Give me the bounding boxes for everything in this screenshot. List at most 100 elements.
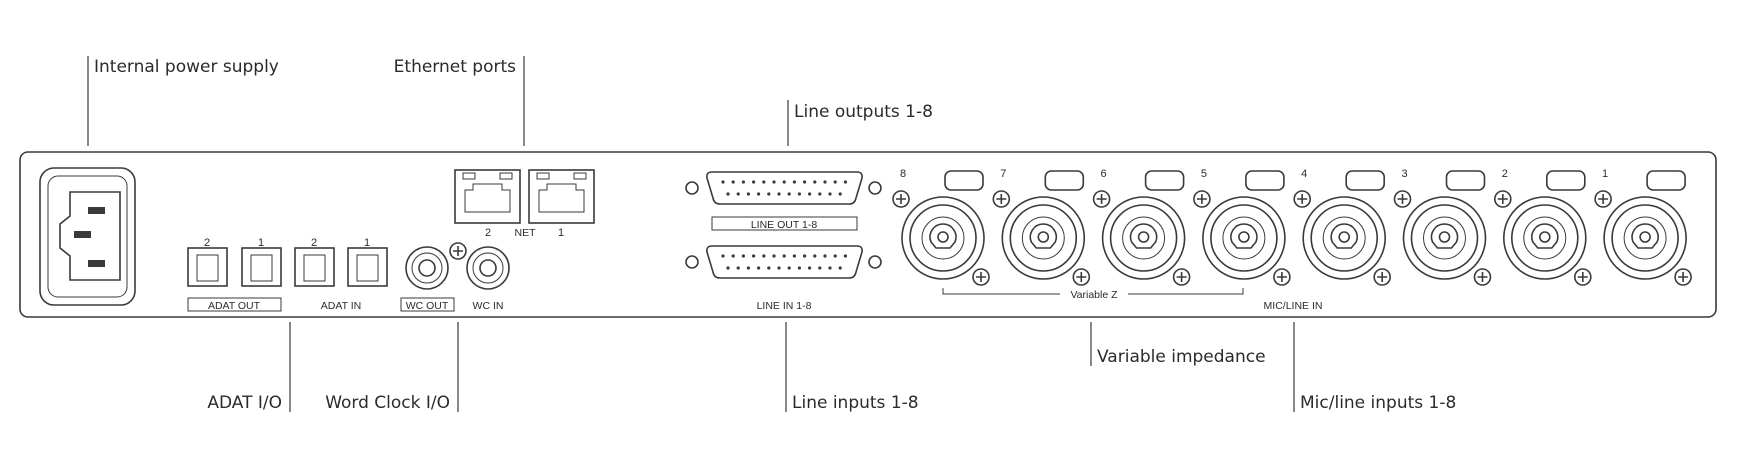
xlr-number-4: 4 (1301, 168, 1307, 180)
pin (757, 266, 761, 270)
ethernet-port-2 (454, 169, 521, 224)
screw-icon (1092, 190, 1111, 208)
adat-out-1-number: 1 (258, 237, 264, 249)
ethernet-port-1 (528, 169, 595, 224)
xlr-combo-jack-2: 2 (1494, 168, 1592, 286)
pin (803, 254, 807, 258)
screw-icon (892, 190, 910, 208)
screw-icon (1674, 268, 1692, 286)
pin (767, 266, 771, 270)
screw-icon (1574, 268, 1592, 286)
line-out-label-box (711, 216, 858, 231)
pin (838, 192, 842, 196)
pin (828, 266, 832, 270)
wc-out-label-box (400, 297, 455, 312)
screw-icon (1393, 190, 1412, 208)
pin (843, 254, 848, 258)
power-inlet (39, 167, 136, 306)
adat-out-1-port (241, 247, 282, 287)
callout-line-inputs: Line inputs 1-8 (792, 393, 919, 413)
callout-line-outputs: Line outputs 1-8 (794, 102, 933, 122)
xlr-combo-jack-1: 1 (1594, 168, 1692, 286)
screw-icon (1373, 268, 1391, 286)
callout-word-clock-io: Word Clock I/O (325, 393, 450, 413)
screw-icon (972, 268, 990, 286)
pin (772, 254, 776, 258)
pin (818, 192, 822, 196)
screw-icon (1072, 268, 1091, 286)
pin (731, 180, 735, 184)
pin (736, 266, 740, 270)
pin (792, 254, 797, 258)
wc-in-bnc (466, 246, 510, 290)
pin (838, 266, 842, 270)
line-in-label: LINE IN 1-8 (757, 300, 812, 312)
adat-out-2-number: 2 (204, 237, 210, 249)
pin (777, 266, 781, 270)
screw-icon (1293, 190, 1311, 208)
pin (762, 254, 766, 258)
variable-z-label: Variable Z (1070, 289, 1118, 301)
line-out-label: LINE OUT 1-8 (751, 219, 817, 231)
pin (843, 180, 848, 184)
pin (797, 192, 802, 196)
pin (787, 266, 791, 270)
net-label: NET (515, 227, 537, 239)
pin (808, 266, 812, 270)
wc-out-bnc (405, 246, 449, 290)
xlr-number-2: 2 (1502, 168, 1508, 180)
db25-line-out (685, 171, 882, 205)
pin (792, 180, 797, 184)
net-port-2-number: 2 (485, 227, 491, 239)
adat-out-label: ADAT OUT (208, 300, 261, 312)
pin (777, 192, 781, 196)
adat-out-label-box (187, 297, 282, 312)
net-port-1-number: 1 (558, 227, 564, 239)
screw-icon (1494, 190, 1512, 208)
pin (752, 180, 756, 184)
adat-in-1-number: 1 (364, 237, 370, 249)
callout-ethernet: Ethernet ports (394, 57, 516, 77)
pin (721, 180, 725, 184)
mic-line-in-label: MIC/LINE IN (1264, 300, 1323, 312)
pin (813, 180, 817, 184)
pin (746, 266, 751, 270)
pin (741, 254, 746, 258)
screw-icon (1193, 190, 1211, 208)
pin (813, 254, 817, 258)
pin (818, 266, 822, 270)
xlr-number-5: 5 (1201, 168, 1207, 180)
pin (767, 192, 771, 196)
pin (746, 192, 751, 196)
adat-in-2-number: 2 (311, 237, 317, 249)
xlr-number-8: 8 (900, 168, 906, 180)
xlr-combo-jack-8: 8 (892, 168, 990, 286)
pin (731, 254, 735, 258)
pin (803, 180, 807, 184)
pin (721, 254, 725, 258)
pin (726, 192, 730, 196)
pin (782, 180, 786, 184)
pin (833, 254, 837, 258)
xlr-number-1: 1 (1602, 168, 1608, 180)
callout-adat-io: ADAT I/O (207, 393, 282, 413)
db25-line-in (685, 245, 882, 279)
pin (736, 192, 740, 196)
adat-in-label: ADAT IN (321, 300, 361, 312)
pin (808, 192, 812, 196)
pin (823, 254, 827, 258)
pin (782, 254, 786, 258)
pin (797, 266, 802, 270)
screw-icon (1594, 190, 1612, 208)
callout-power: Internal power supply (94, 57, 279, 77)
adat-in-1-port (347, 247, 388, 287)
ground-screw-icon (449, 242, 467, 260)
pin (757, 192, 761, 196)
pin (823, 180, 827, 184)
xlr-combo-jack-6: 6 (1092, 168, 1191, 286)
xlr-combo-jack-4: 4 (1293, 168, 1391, 286)
pin (762, 180, 766, 184)
xlr-combo-jack-7: 7 (992, 168, 1091, 286)
